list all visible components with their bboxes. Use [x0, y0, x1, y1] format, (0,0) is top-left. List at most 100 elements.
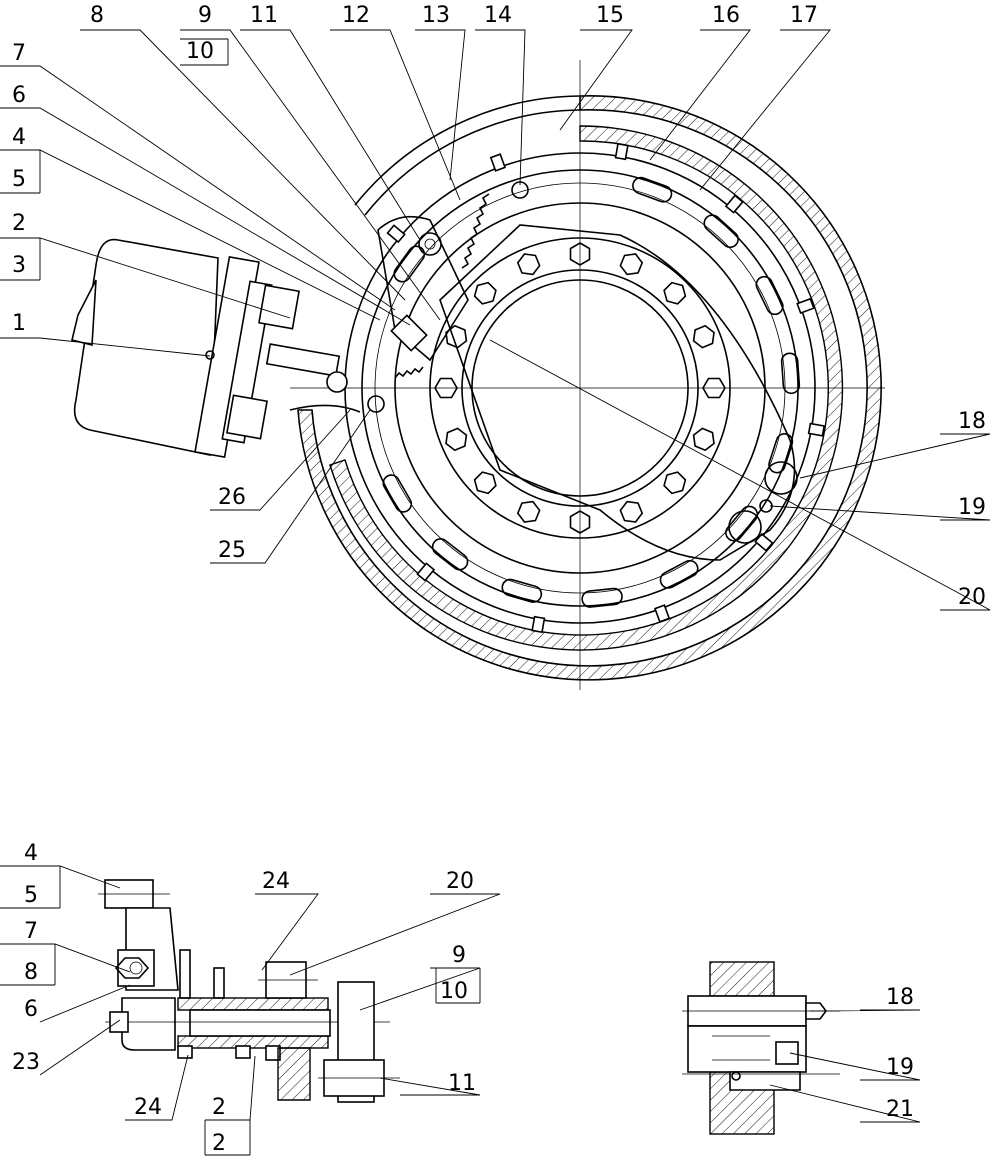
top-view-leaders: [0, 29, 991, 611]
label-10: 10: [186, 39, 214, 64]
hub-bolt: [445, 324, 468, 349]
hub-bolt: [619, 500, 644, 523]
side-label-23: 23: [12, 1050, 40, 1075]
label-9: 9: [198, 3, 212, 28]
hub-bore-inner: [471, 279, 689, 497]
rim-rivet: [614, 142, 629, 161]
rim-slot: [755, 275, 784, 316]
hub-bolt: [569, 242, 591, 266]
drum-inner-arc-top: [364, 109, 581, 216]
hub-bolt: [473, 281, 497, 305]
part-labels: 8 9 10 11 12 13 14 15 16 17 7 6 4 5 2 3 …: [12, 3, 986, 1156]
side-label-7: 7: [24, 919, 38, 944]
anchor-pin-section-view: [682, 961, 840, 1135]
nut-2: [235, 1045, 251, 1059]
return-spring-upper: [461, 193, 490, 269]
camshaft-housing: [121, 997, 176, 1051]
rim-rivet: [531, 615, 546, 634]
hub-bolt: [692, 427, 715, 452]
rim-rivets: [386, 142, 826, 634]
bracket-section: [277, 1047, 311, 1101]
label-13: 13: [422, 3, 450, 28]
hub-bolt: [663, 281, 687, 305]
rim-rivet: [386, 224, 406, 244]
right-label-21: 21: [886, 1097, 914, 1122]
rim-rivet: [416, 562, 436, 582]
shoe-rim-inner: [374, 182, 786, 594]
label-25: 25: [218, 538, 246, 563]
lever-pivot-pin: [424, 238, 436, 250]
side-label-20: 20: [446, 869, 474, 894]
side-label-5: 5: [24, 883, 38, 908]
shaft-tube-top: [177, 997, 329, 1011]
side-label-24b: 24: [134, 1095, 162, 1120]
left-section-leaders: [0, 865, 501, 1156]
brake-lining: [329, 125, 844, 651]
label-7: 7: [12, 41, 26, 66]
label-26: 26: [218, 485, 246, 510]
nut-19: [775, 1041, 799, 1065]
rim-slot: [659, 559, 699, 589]
spring-hook-lower: [367, 395, 385, 413]
lever-section-view: [98, 879, 400, 1103]
hub-bolts: [434, 242, 726, 534]
label-4: 4: [12, 125, 26, 150]
shaft-tube-bottom: [177, 1035, 329, 1049]
hub-bolt: [569, 510, 591, 534]
camshaft: [189, 1009, 331, 1037]
shield-edge: [289, 404, 361, 413]
chamber-bolt-lower: [226, 394, 268, 440]
right-label-19: 19: [886, 1055, 914, 1080]
anchor-pin-upper: [764, 461, 798, 495]
side-label-10: 10: [440, 979, 468, 1004]
hub-bolt: [692, 324, 715, 349]
side-label-2b: 2: [212, 1131, 226, 1156]
upper-lever: [377, 215, 469, 362]
label-20: 20: [958, 585, 986, 610]
rim-rivet: [724, 194, 744, 214]
brake-chamber: [71, 238, 348, 459]
chamber-bolt-upper: [258, 284, 300, 330]
hub-bolt: [702, 377, 726, 399]
return-spring-lower: [394, 366, 424, 379]
tab-b: [213, 967, 225, 999]
hub-bolt: [473, 471, 497, 495]
side-bolt-23: [109, 1011, 129, 1033]
rim-slots: [382, 176, 801, 608]
label-17: 17: [790, 3, 818, 28]
hub-bolt: [434, 377, 458, 399]
label-3: 3: [12, 253, 26, 278]
side-label-8: 8: [24, 960, 38, 985]
label-1: 1: [12, 311, 26, 336]
rim-slot: [725, 505, 759, 542]
hub-bolt: [516, 500, 541, 523]
label-8: 8: [90, 3, 104, 28]
hub-flange: [429, 237, 731, 539]
rim-rivet: [653, 604, 671, 623]
label-15: 15: [596, 3, 624, 28]
brake-assembly-view: [71, 60, 885, 690]
nut-24b: [177, 1045, 193, 1059]
hub-bolt: [516, 253, 541, 276]
side-label-2a: 2: [212, 1095, 226, 1120]
pin-21: [729, 1071, 801, 1091]
rim-slot: [431, 538, 469, 571]
rim-slot: [393, 245, 426, 283]
side-label-24a: 24: [262, 869, 290, 894]
rim-slot: [501, 578, 543, 603]
right-section-leaders: [769, 1009, 921, 1123]
hub-bolt: [619, 253, 644, 276]
shoe-rim-mid: [361, 169, 799, 607]
clevis-pin: [326, 371, 348, 393]
tab-a: [179, 949, 191, 999]
side-label-11: 11: [448, 1071, 476, 1096]
side-label-4: 4: [24, 841, 38, 866]
label-6: 6: [12, 83, 26, 108]
rim-slot: [382, 474, 413, 513]
label-14: 14: [484, 3, 512, 28]
right-label-18: 18: [886, 985, 914, 1010]
label-11: 11: [250, 3, 278, 28]
label-2: 2: [12, 211, 26, 236]
rim-slot: [581, 587, 623, 608]
